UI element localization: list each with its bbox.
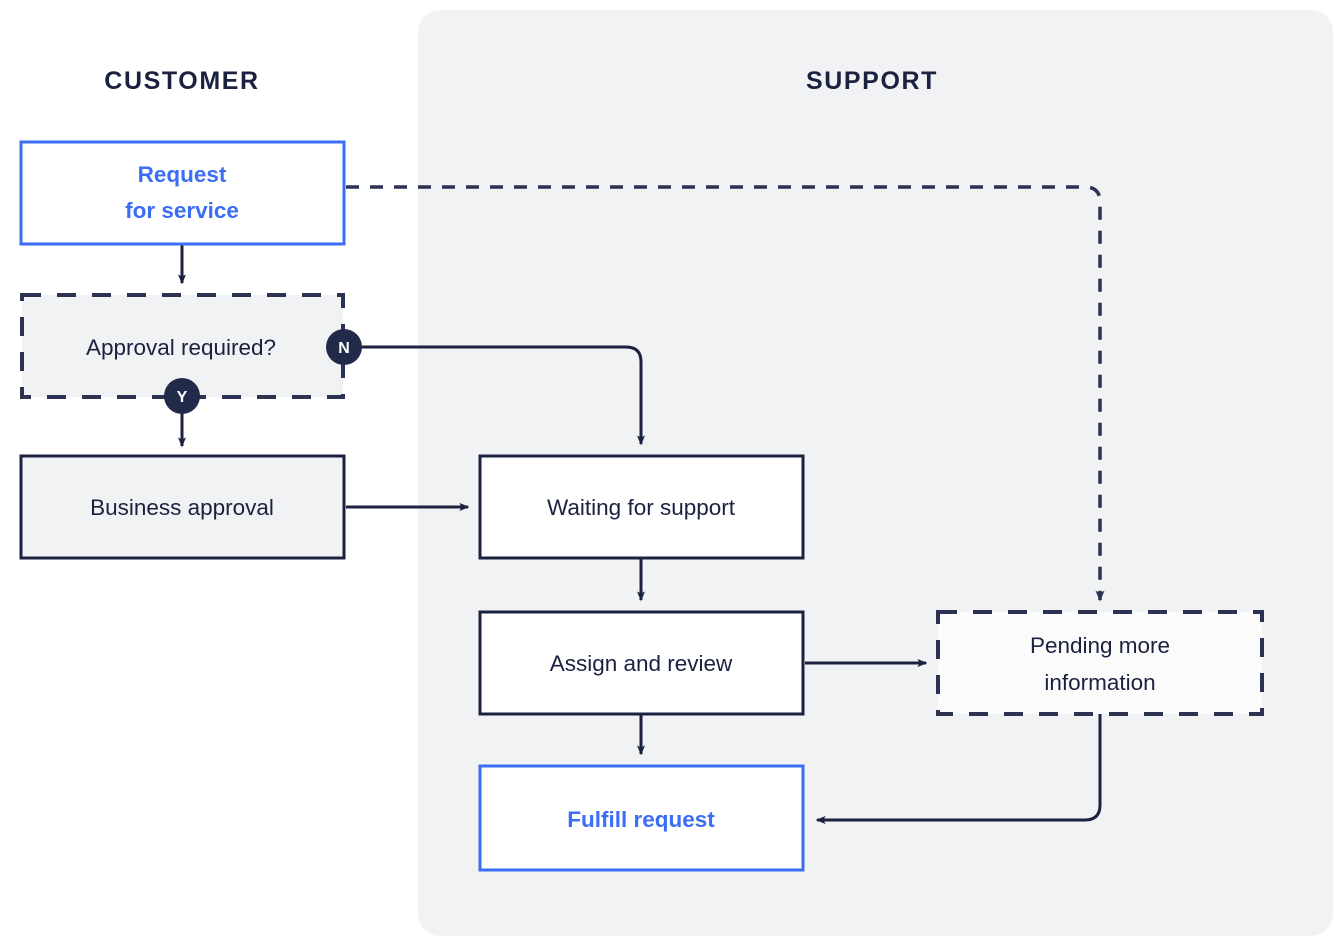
node-assign-and-review[interactable]: Assign and review <box>478 610 805 716</box>
node-business-approval-box[interactable] <box>19 454 346 560</box>
node-waiting-for-support[interactable]: Waiting for support <box>478 454 805 560</box>
node-pending-more-information-label-line1: Pending more <box>1030 633 1170 658</box>
node-fulfill-request-box[interactable] <box>478 764 805 872</box>
edge-request-to-pending <box>346 185 1105 602</box>
node-pending-more-information[interactable]: Pending more information <box>936 610 1264 716</box>
node-request-for-service[interactable]: Request for service <box>19 140 346 246</box>
badge-no-circle[interactable] <box>326 329 362 365</box>
badge-yes[interactable]: Y <box>164 378 200 414</box>
node-fulfill-request[interactable]: Fulfill request <box>478 764 805 872</box>
node-business-approval[interactable]: Business approval <box>19 454 346 560</box>
edge-approval-no-to-waiting <box>360 345 645 446</box>
node-approval-required-label: Approval required? <box>86 335 276 360</box>
node-request-for-service-label-line2: for service <box>125 198 239 223</box>
lane-title-support: SUPPORT <box>806 67 938 95</box>
node-request-for-service-box[interactable] <box>19 140 346 246</box>
node-pending-more-information-label-line2: information <box>1044 670 1155 695</box>
node-fulfill-request-label: Fulfill request <box>567 807 715 832</box>
badge-yes-label: Y <box>177 389 188 406</box>
badge-yes-circle[interactable] <box>164 378 200 414</box>
node-business-approval-label: Business approval <box>90 495 274 520</box>
edge-pending-to-fulfill <box>815 714 1102 824</box>
node-assign-and-review-label: Assign and review <box>550 651 733 676</box>
node-pending-more-information-box[interactable] <box>936 610 1264 716</box>
badge-no[interactable]: N <box>326 329 362 365</box>
badge-no-label: N <box>338 340 350 357</box>
node-waiting-for-support-box[interactable] <box>478 454 805 560</box>
lane-title-customer: CUSTOMER <box>104 67 259 95</box>
node-request-for-service-label-line1: Request <box>138 162 227 187</box>
node-waiting-for-support-label: Waiting for support <box>547 495 736 520</box>
node-assign-and-review-box[interactable] <box>478 610 805 716</box>
